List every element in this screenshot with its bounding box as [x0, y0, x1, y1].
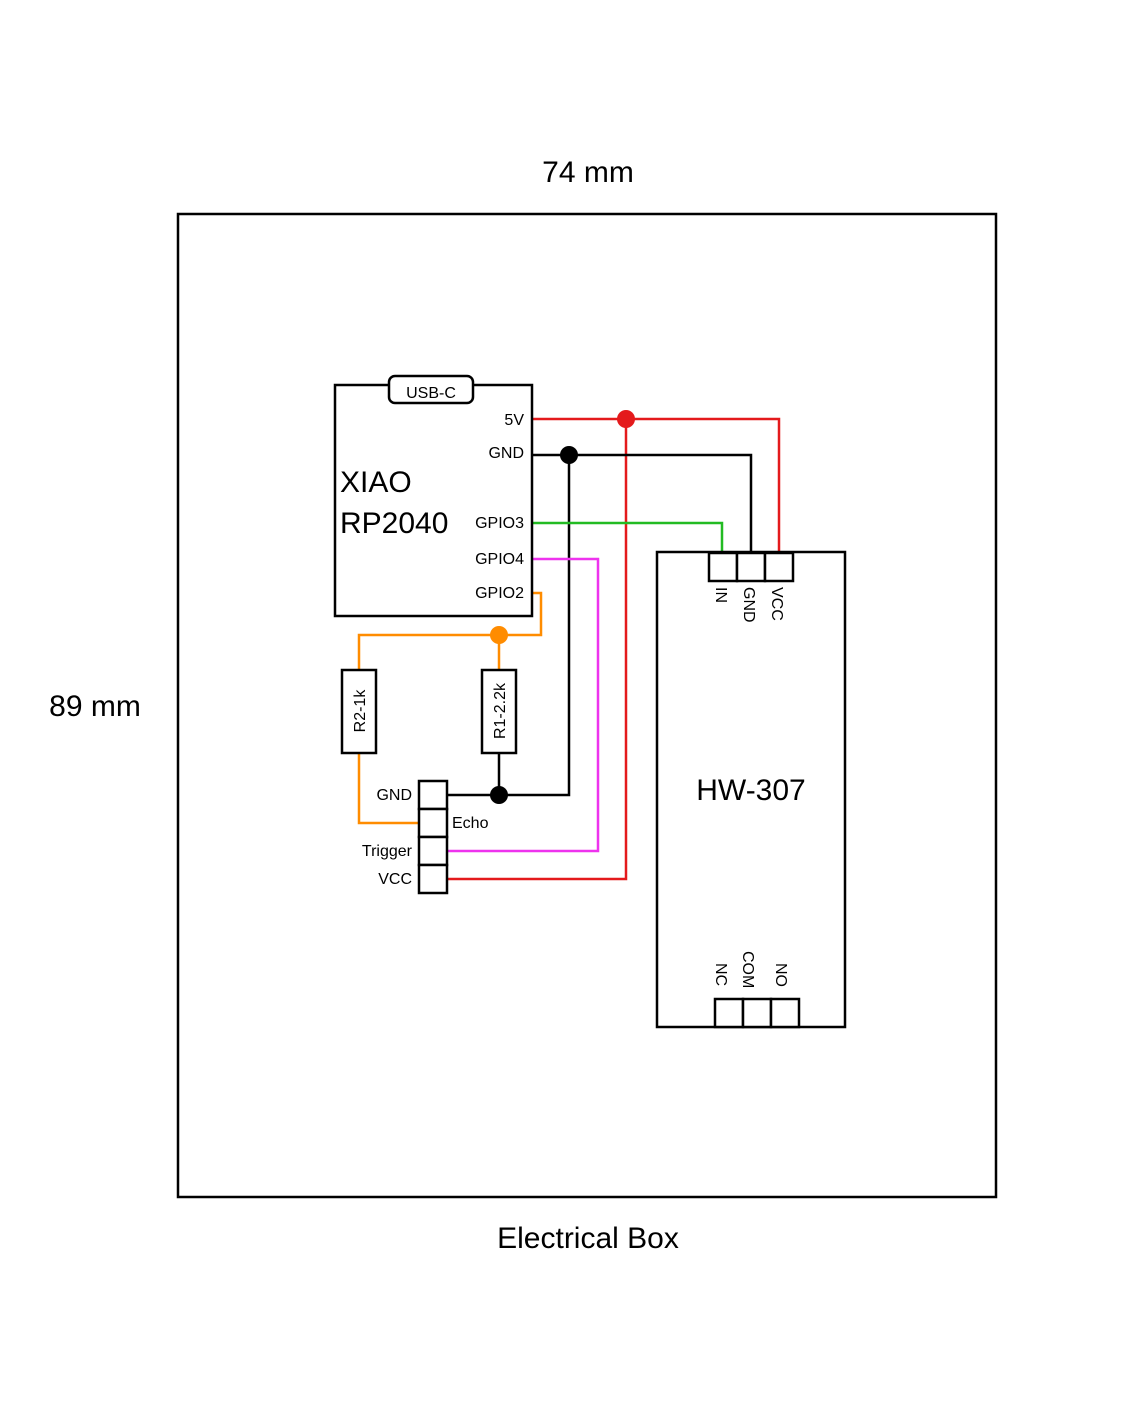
relay-pin-vcc — [763, 551, 795, 583]
sensor-pin-label-echo: Echo — [452, 815, 489, 832]
resistor-r2 — [340, 668, 378, 755]
relay-pin-gnd — [735, 551, 767, 583]
pin-label-gpio2: GPIO2 — [475, 585, 524, 602]
mcu-name-line1: XIAO — [340, 466, 412, 499]
relay-terminal-label-no: NO — [772, 963, 789, 987]
electrical-box-label: Electrical Box — [497, 1222, 679, 1255]
xiao-rp2040-board — [333, 383, 534, 618]
relay-name: HW-307 — [696, 774, 805, 807]
pin-label-gnd: GND — [488, 445, 524, 462]
relay-terminal-com — [741, 997, 773, 1029]
relay-pin-in — [707, 551, 739, 583]
usb-c-connector — [387, 374, 475, 405]
wire-gpio3-to-relay-in — [532, 521, 724, 553]
relay-terminal-label-nc: NC — [712, 963, 729, 986]
wire-gnd-to-relay-gnd — [532, 453, 753, 553]
pin-label-5v: 5V — [504, 412, 524, 429]
relay-pin-label-in: IN — [712, 587, 729, 603]
sensor-pin-echo — [417, 807, 449, 839]
wire-5v-to-relay-vcc — [532, 417, 781, 553]
wire-gpio2-to-divider — [357, 591, 543, 670]
width-dimension-label: 74 mm — [542, 156, 634, 189]
electrical-box-outline — [176, 212, 998, 1199]
junction-5v — [617, 410, 635, 428]
sensor-pin-label-vcc: VCC — [378, 871, 412, 888]
height-dimension-label: 89 mm — [49, 690, 141, 723]
junction-gnd-bottom — [490, 786, 508, 804]
wire-gpio4-to-trigger — [447, 557, 600, 853]
resistor-r2-label: R2-1k — [352, 689, 369, 733]
relay-terminal-no — [769, 997, 801, 1029]
wire-5v-to-sensor-vcc — [447, 419, 628, 881]
wire-gnd-to-sensor-gnd — [447, 455, 571, 797]
sensor-pin-label-trigger: Trigger — [362, 843, 413, 860]
resistor-r1-label: R1-2.2k — [492, 682, 509, 739]
relay-terminal-nc — [713, 997, 745, 1029]
sensor-pin-gnd — [417, 779, 449, 811]
sensor-pin-vcc — [417, 863, 449, 895]
mcu-name-line2: RP2040 — [340, 507, 448, 540]
pin-label-gpio3: GPIO3 — [475, 515, 524, 532]
relay-pin-label-vcc: VCC — [768, 587, 785, 621]
relay-terminal-label-com: COM — [739, 951, 756, 988]
pin-label-gpio4: GPIO4 — [475, 551, 524, 568]
wire-r2-to-echo — [357, 753, 419, 825]
junction-echo-divider — [490, 626, 508, 644]
sensor-pin-label-gnd: GND — [376, 787, 412, 804]
sensor-pin-trigger — [417, 835, 449, 867]
resistor-r1 — [480, 668, 518, 755]
usb-c-label: USB-C — [406, 385, 456, 402]
junction-gnd-top — [560, 446, 578, 464]
relay-pin-label-gnd: GND — [740, 587, 757, 623]
